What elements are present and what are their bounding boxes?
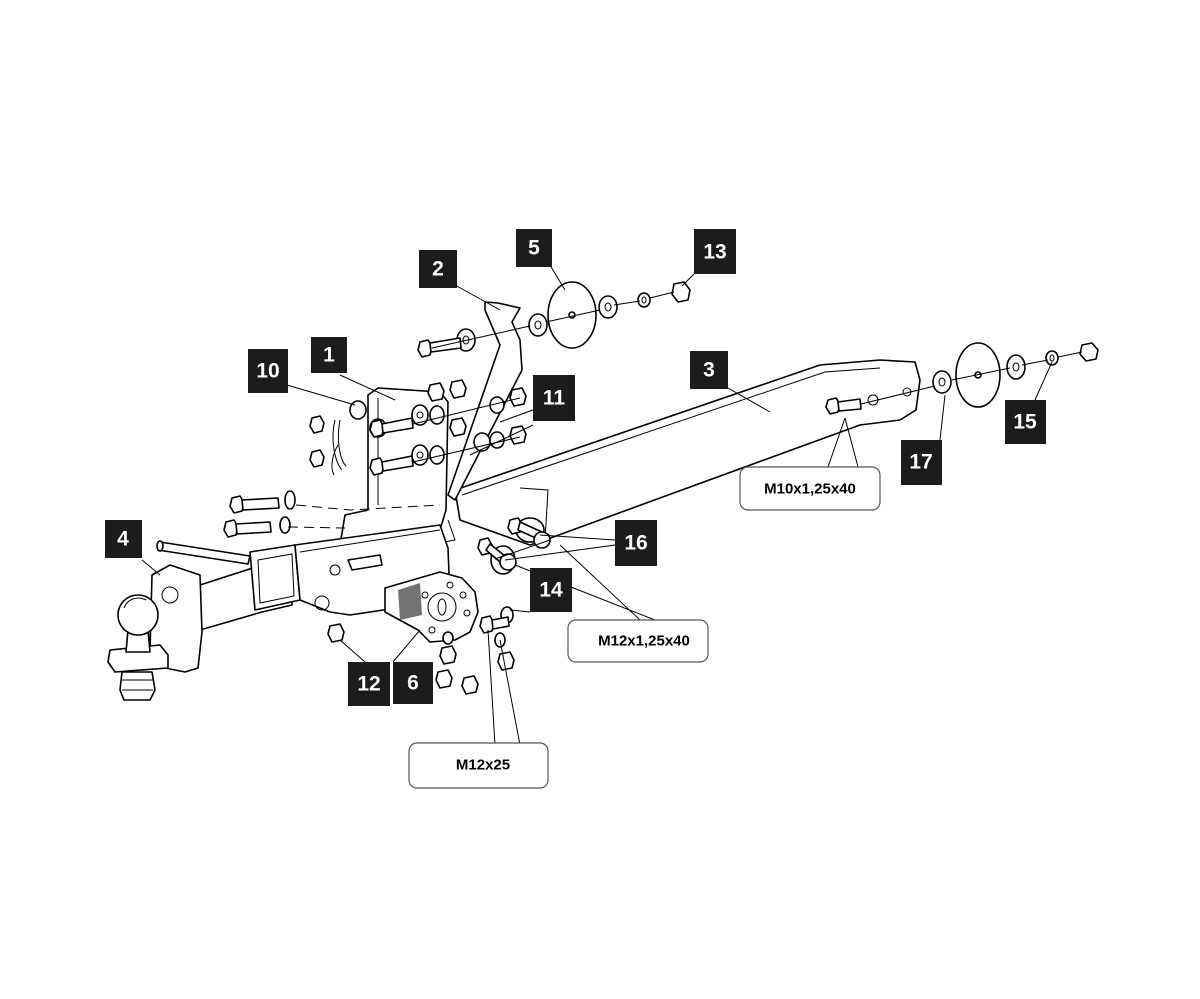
callout-6: 6: [393, 662, 433, 704]
spec-m12x1-25x40: M12x1,25x40: [567, 619, 709, 663]
callout-1-label: 1: [323, 344, 335, 367]
callout-leaders: [141, 264, 1053, 746]
callout-15: 15: [1005, 400, 1046, 444]
callout-17-label: 17: [909, 451, 932, 474]
callout-2-label: 2: [432, 258, 444, 281]
callout-11-label: 11: [543, 387, 566, 410]
callout-13-label: 13: [703, 241, 726, 264]
assembly-lines: [287, 291, 1083, 560]
callout-3: 3: [690, 351, 728, 389]
callout-13: 13: [694, 229, 736, 274]
side-bracket: [447, 301, 523, 501]
callout-15-label: 15: [1013, 411, 1037, 434]
spec-m12x25: M12x25: [408, 742, 549, 789]
spec-m12-label: M12x25: [456, 757, 510, 774]
callout-17: 17: [901, 440, 942, 485]
callout-11: 11: [533, 375, 575, 421]
callout-16-label: 16: [624, 532, 647, 555]
callout-1: 1: [311, 337, 347, 373]
callout-14-label: 14: [539, 579, 563, 602]
callout-6-label: 6: [407, 672, 419, 695]
callout-4: 4: [105, 520, 142, 558]
callout-12: 12: [348, 662, 390, 706]
safety-clips: [331, 419, 347, 476]
spec-m12fine-label: M12x1,25x40: [598, 633, 690, 650]
callout-4-label: 4: [117, 528, 129, 551]
spec-m10-label: M10x1,25x40: [764, 481, 856, 498]
bolts: [223, 337, 862, 634]
nuts: [327, 281, 1099, 695]
callout-16: 16: [615, 520, 657, 566]
callout-3-label: 3: [703, 359, 715, 382]
crossbeam: [454, 359, 921, 546]
socket-plate: [384, 571, 479, 643]
spec-m10x1-25x40: M10x1,25x40: [739, 466, 881, 511]
callout-10-label: 10: [256, 360, 279, 383]
callout-2: 2: [419, 250, 457, 288]
callout-10: 10: [248, 349, 288, 393]
hitch-pin: [156, 540, 251, 565]
callout-5: 5: [516, 229, 552, 267]
ball-mount: [107, 564, 203, 701]
callout-14: 14: [530, 568, 572, 612]
callout-5-label: 5: [528, 237, 540, 260]
callout-12-label: 12: [357, 673, 380, 696]
large-washer-5: [547, 281, 597, 349]
